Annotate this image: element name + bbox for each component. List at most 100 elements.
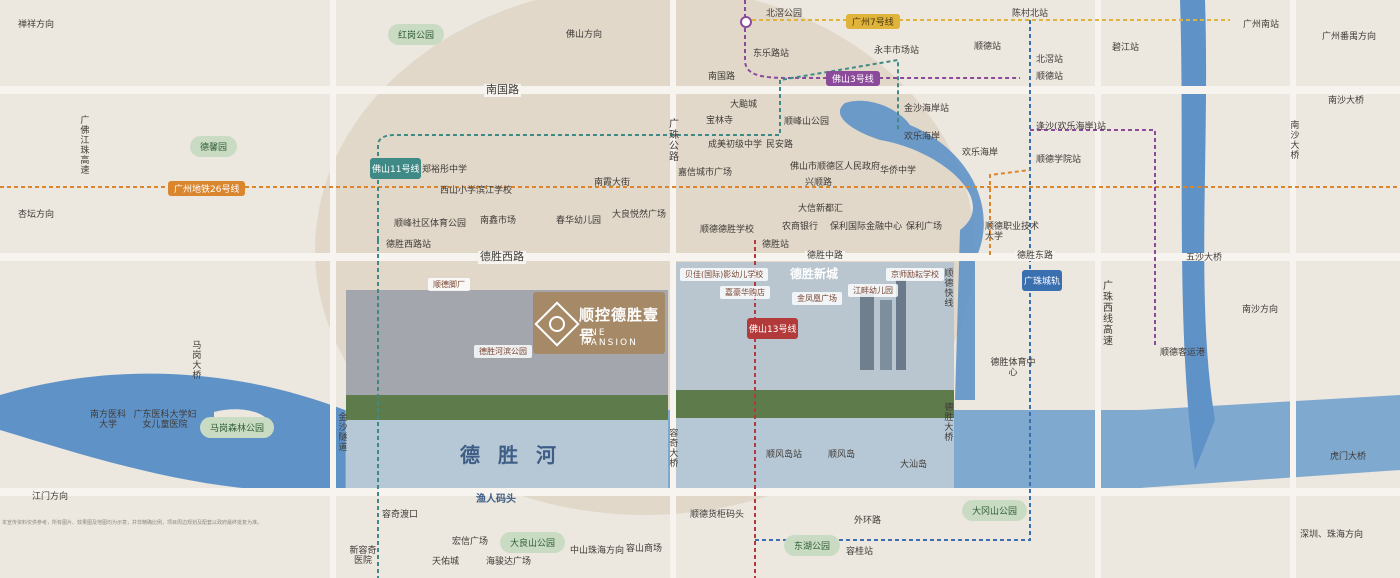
line-fs11 — [377, 58, 899, 240]
place-nanfang-uni: 南方医科大学 — [89, 410, 126, 431]
tag-fs11: 佛山11号线 — [370, 158, 422, 179]
caption-beijia: 贝佳(国际)影幼儿学校 — [680, 268, 769, 281]
station-dot — [740, 16, 752, 28]
place-shunfeng-sports: 顺峰社区体育公园 — [394, 219, 467, 229]
place-chengmei: 成美初级中学 — [708, 140, 763, 150]
place-xinrong-hospital: 新容奇医院 — [349, 546, 377, 567]
station-beijiao-park: 北滘公园 — [766, 9, 803, 19]
place-abc: 农商银行 — [782, 222, 819, 232]
road-wusha-bridge: 五沙大桥 — [1186, 253, 1223, 263]
place-dexin: 大信新都汇 — [798, 204, 844, 214]
river-label: 德胜河 — [460, 443, 574, 467]
road-jinsha-tunnel: 金沙隧道 — [336, 412, 347, 452]
station-shunfeng-island: 顺风岛站 — [766, 450, 803, 460]
place-baolin: 宝林寺 — [706, 116, 734, 126]
place-nanxin-market: 南鑫市场 — [480, 216, 517, 226]
place-haijun: 海骏达广场 — [486, 557, 532, 567]
road-humen-bridge: 虎门大桥 — [1330, 452, 1367, 462]
station-donglenan: 东乐路站 — [753, 49, 790, 59]
station-rongqi-ferry: 容奇渡口 — [382, 510, 419, 520]
place-vocational: 顺德职业技术大学 — [985, 222, 1040, 243]
direction-shenzhen-zhuhai: 深圳、珠海方向 — [1300, 530, 1364, 540]
project-name: 顺控德胜壹号 — [579, 306, 660, 345]
station-chencun-north: 陈村北站 — [1012, 9, 1049, 19]
place-shunfeng-park: 顺峰山公园 — [784, 117, 830, 127]
tag-gz26: 广州地铁26号线 — [168, 181, 246, 196]
place-dacang: 大颱城 — [730, 100, 758, 110]
station-shunde-port: 顺德客运港 — [1160, 348, 1206, 358]
place-dayou-island: 大汕岛 — [900, 460, 928, 470]
road-xingshun: 兴顺路 — [805, 178, 833, 188]
road-guangzhu-highway: 广珠西线高速 — [1100, 280, 1112, 346]
station-yongfeng: 永丰市场站 — [874, 46, 920, 56]
road-guangzhu: 广珠公路 — [666, 118, 678, 162]
project-name-en: ONE MANSION — [581, 328, 638, 348]
park-magang: 马岗森林公园 — [200, 417, 275, 438]
park-daye: 大良山公园 — [500, 532, 566, 553]
caption-jiangshun: 江畔幼儿园 — [848, 284, 898, 297]
place-gov: 佛山市顺德区人民政府 — [790, 162, 881, 172]
station-fengxiang: 逢沙(欢乐海岸)站 — [1036, 122, 1107, 132]
direction-jiangmen: 江门方向 — [32, 492, 69, 502]
line-guangzhu — [755, 20, 1031, 541]
direction-zhongshan-zhuhai: 中山珠海方向 — [570, 546, 625, 556]
road-guangjiang-highway: 广佛江珠高速 — [78, 115, 89, 175]
station-huanle: 欢乐海岸 — [904, 132, 941, 142]
place-huaqiao: 华侨中学 — [880, 166, 917, 176]
road-shunde-railway: 顺德快线 — [942, 268, 953, 308]
road-desheng-east: 德胜东路 — [1015, 251, 1056, 262]
road-magang-bridge: 马岗大桥 — [190, 340, 201, 380]
direction-panyu: 广州番禺方向 — [1322, 32, 1377, 42]
place-hongmeng: 宏信广场 — [452, 537, 489, 547]
station-shunde: 顺德站 — [1036, 72, 1064, 82]
place-desheng-sports: 德胜体育中心 — [990, 358, 1036, 379]
place-xishan: 西山小学滨江学校 — [440, 186, 513, 196]
road-desheng-middle: 德胜中路 — [805, 251, 846, 262]
caption-jinfeng: 金凤凰广场 — [792, 292, 842, 305]
station-guigang: 顺德货柜码头 — [690, 510, 745, 520]
station-rongqi: 容桂站 — [846, 547, 874, 557]
road-nanxia: 南霞大街 — [594, 178, 631, 188]
road-east-highway: 南沙大桥 — [1288, 120, 1299, 160]
direction-nansha: 南沙方向 — [1242, 305, 1279, 315]
place-tianyou: 天佑城 — [432, 557, 460, 567]
place-daliang-plaza: 大良悦然广场 — [612, 210, 667, 220]
place-baoli-plaza: 保利广场 — [906, 222, 943, 232]
road-desheng-west: 德胜西路 — [478, 250, 526, 264]
disclaimer-text: 本宣传资料仅供参考，所有图片、效果图及地图均为示意，并非精确比例，项目周边规划及… — [2, 520, 263, 526]
station-minan: 民安路 — [766, 140, 794, 150]
place-chunhua: 春华幼儿园 — [556, 216, 602, 226]
road-nansha-bridge: 南沙大桥 — [1328, 96, 1365, 106]
road-nanguo: 南国路 — [484, 83, 521, 97]
road-rongqi-bridge: 容奇大桥 — [667, 428, 678, 468]
project-brand: 顺控德胜壹号 ONE MANSION — [533, 292, 665, 354]
direction-foshan: 佛山方向 — [566, 30, 603, 40]
river-west — [0, 373, 345, 492]
direction-shenxiang: 禅祥方向 — [18, 20, 55, 30]
place-fisherman: 渔人码头 — [476, 494, 516, 505]
direction-guangzhou-south: 广州南站 — [1243, 20, 1280, 30]
caption-shunde-jiao: 顺德脚厂 — [428, 278, 470, 291]
park-defu: 德馨园 — [190, 136, 238, 157]
tag-fs3: 佛山3号线 — [826, 71, 880, 86]
direction-xingtan: 杏坛方向 — [18, 210, 55, 220]
road-waihuan: 外环路 — [854, 516, 882, 526]
road-desheng-bridge: 德胜大桥 — [942, 402, 953, 442]
place-huanle-coast: 欢乐海岸 — [962, 148, 999, 158]
place-gd-women: 广东医科大学妇女儿童医院 — [133, 410, 197, 431]
park-dongyong: 东湖公园 — [784, 535, 841, 556]
place-desheng-newcity: 德胜新城 — [790, 267, 839, 281]
station-desheng-west: 德胜西路站 — [386, 240, 432, 250]
place-rongshan: 容山商场 — [626, 544, 663, 554]
caption-shopping: 嘉豪华购店 — [720, 286, 770, 299]
station-desheng: 德胜站 — [762, 240, 790, 250]
place-shunfeng-island: 顺风岛 — [828, 450, 856, 460]
place-zhengyu: 郑裕彤中学 — [422, 165, 468, 175]
project-logo-icon — [534, 301, 580, 347]
place-desheng-school: 顺德德胜学校 — [700, 225, 755, 235]
park-hongnan: 红岗公园 — [388, 24, 445, 45]
station-shunde-college: 顺德学院站 — [1036, 155, 1082, 165]
station-beijiao: 北滘站 — [1036, 55, 1064, 65]
